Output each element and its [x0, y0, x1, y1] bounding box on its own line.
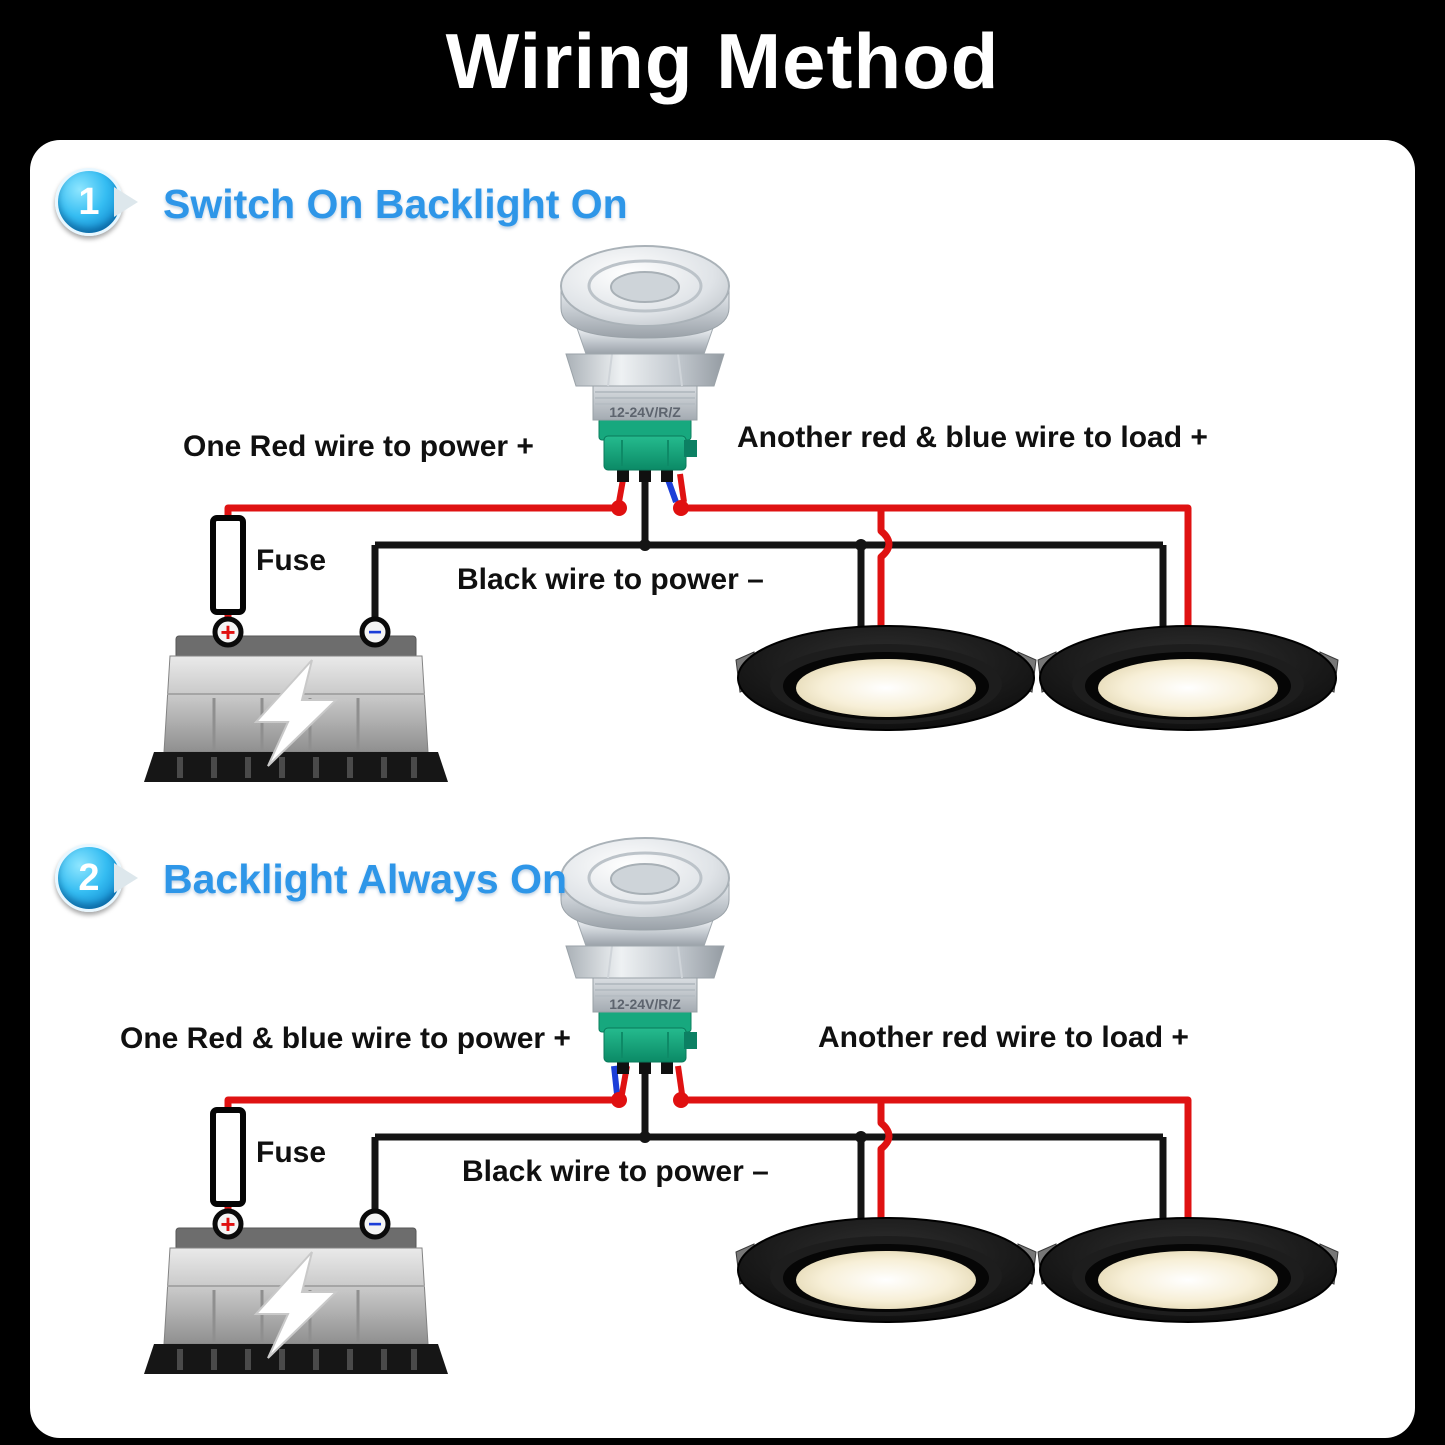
- minus-symbol: −: [368, 1211, 382, 1238]
- battery-negative-terminal: [359, 616, 391, 648]
- label-fuse-2: Fuse: [256, 1136, 327, 1169]
- label-load-wire-2: Another red wire to load +: [818, 1021, 1189, 1054]
- wiring-section-2: [224, 1065, 1192, 1232]
- red-junction-dot: [673, 1092, 689, 1108]
- push-button-switch: 12-24V/R/Z: [560, 245, 730, 482]
- fuse: [210, 515, 246, 615]
- label-black-wire-2: Black wire to power –: [462, 1155, 769, 1188]
- black-junction-dot: [855, 539, 867, 551]
- wiring-section-1: [224, 472, 1192, 640]
- led-downlight-2: [1037, 1217, 1339, 1323]
- diagram-backlight-always-on: + − 12-24: [144, 837, 1339, 1374]
- minus-symbol: −: [368, 619, 382, 646]
- red-load-branch: [877, 508, 893, 640]
- red-junction-dot: [611, 500, 627, 516]
- battery-negative-terminal: [359, 1208, 391, 1240]
- battery: + −: [144, 1208, 448, 1374]
- step-badge-2: 2: [55, 844, 138, 912]
- black-junction-dot: [639, 539, 651, 551]
- label-load-wire-1: Another red & blue wire to load +: [737, 421, 1208, 454]
- page-title: Wiring Method: [445, 17, 1000, 105]
- label-fuse-1: Fuse: [256, 544, 327, 577]
- step-number: 2: [78, 856, 100, 899]
- section-2-title: Backlight Always On: [163, 856, 568, 902]
- battery: + −: [144, 616, 448, 782]
- red-junction-dot: [673, 500, 689, 516]
- step-number: 1: [78, 180, 100, 223]
- label-red-power-wire-1: One Red wire to power +: [183, 430, 534, 463]
- push-button-switch: 12-24V/R/Z: [560, 837, 730, 1074]
- section-1-title: Switch On Backlight On: [163, 181, 628, 227]
- plus-symbol: +: [220, 617, 235, 647]
- black-wire: [371, 1066, 1167, 1232]
- switch-voltage-marking: 12-24V/R/Z: [609, 996, 681, 1012]
- led-downlight-1: [735, 625, 1037, 731]
- led-downlight-2: [1037, 625, 1339, 731]
- switch-red-stub-2: [675, 1065, 685, 1095]
- switch-red-stub-2: [677, 473, 687, 503]
- step-badge-1: 1: [55, 168, 138, 236]
- switch-blue-stub: [611, 1065, 620, 1095]
- label-red-power-wire-2: One Red & blue wire to power +: [120, 1022, 571, 1055]
- black-junction-dot: [855, 1131, 867, 1143]
- red-junction-dot: [611, 1092, 627, 1108]
- switch-voltage-marking: 12-24V/R/Z: [609, 404, 681, 420]
- led-downlight-1: [735, 1217, 1037, 1323]
- plus-symbol: +: [220, 1209, 235, 1239]
- black-junction-dot: [639, 1131, 651, 1143]
- battery-positive-terminal: [212, 1208, 244, 1240]
- diagram-switch-on-backlight-on: + − 12-24: [144, 245, 1339, 782]
- label-black-wire-1: Black wire to power –: [457, 563, 764, 596]
- red-load-wire: [681, 1096, 1192, 1232]
- red-load-branch: [877, 1100, 893, 1232]
- black-wire: [371, 474, 1167, 640]
- battery-positive-terminal: [212, 616, 244, 648]
- lightning-bolt-icon: [253, 659, 339, 767]
- red-load-wire: [681, 504, 1192, 640]
- fuse: [210, 1107, 246, 1207]
- lightning-bolt-icon: [253, 1251, 339, 1359]
